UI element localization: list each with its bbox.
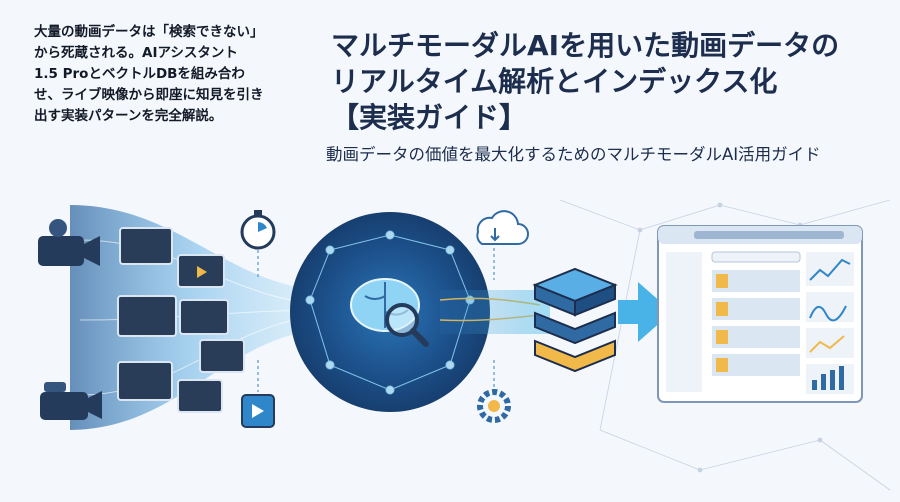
intro-line: 1.5 ProとベクトルDBを組み合わ <box>34 66 245 82</box>
stopwatch-icon <box>240 210 276 250</box>
dashboard-window-icon <box>657 225 863 403</box>
page-title: マルチモーダルAIを用いた動画データの リアルタイム解析とインデックス化 【実装… <box>331 28 891 136</box>
database-stack-icon <box>532 267 618 373</box>
intro-line: から死蔵される。AIアシスタント <box>34 45 238 61</box>
gear-icon <box>477 389 511 423</box>
intro-line: 大量の動画データは「検索できない」 <box>34 24 264 40</box>
video-frames <box>117 227 245 413</box>
page-subtitle: 動画データの価値を最大化するためのマルチモーダルAI活用ガイド <box>326 145 821 164</box>
video-camera-icon <box>38 219 100 266</box>
background-network <box>559 199 891 491</box>
magnifier-icon <box>385 303 429 347</box>
title-line: マルチモーダルAIを用いた動画データの <box>331 29 840 62</box>
title-line: 【実装ガイド】 <box>331 101 528 134</box>
movie-camera-icon <box>40 382 102 420</box>
intro-line: せ、ライブ映像から即座に知見を引き <box>34 87 264 103</box>
video-chip-icon <box>241 394 275 428</box>
cloud-sync-icon <box>476 210 529 245</box>
flow-arrow <box>618 282 672 342</box>
title-line: リアルタイム解析とインデックス化 <box>331 65 778 98</box>
intro-text: 大量の動画データは「検索できない」 から死蔵される。AIアシスタント 1.5 P… <box>34 22 296 127</box>
neural-network <box>305 230 475 395</box>
intro-line: 出す実装パターンを完全解説。 <box>34 108 223 124</box>
